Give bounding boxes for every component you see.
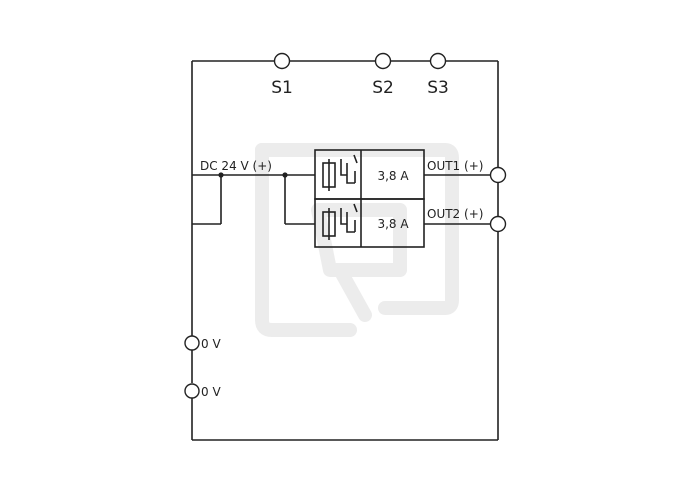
terminal-out2: [489, 215, 507, 233]
terminal-s1: [273, 52, 291, 70]
channel-1-rating: 3,8 A: [377, 169, 409, 183]
dc-input-wiring: DC 24 V (+): [192, 159, 315, 225]
dc-input-label: DC 24 V (+): [200, 159, 272, 173]
terminal-s2: [374, 52, 392, 70]
ground-label-1: 0 V: [201, 337, 221, 351]
switch-icon: [340, 203, 358, 233]
terminal-label-s1: S1: [271, 78, 293, 98]
channel-2-box: [314, 198, 425, 248]
watermark-logo: [255, 143, 459, 337]
channel-1: 3,8 A OUT1 (+): [314, 149, 507, 200]
terminal-label-s3: S3: [427, 78, 449, 98]
terminal-label-s2: S2: [372, 78, 394, 98]
out2-label: OUT2 (+): [427, 207, 483, 221]
terminal-out1: [489, 166, 507, 184]
terminal-0v-1: [184, 335, 200, 351]
channel-2-rating: 3,8 A: [377, 217, 409, 231]
ground-terminals: 0 V 0 V: [184, 335, 221, 399]
enclosure-frame: [191, 60, 499, 441]
out1-label: OUT1 (+): [427, 159, 483, 173]
channel-2: 3,8 A OUT2 (+): [314, 198, 507, 248]
top-terminals: S1 S2 S3: [271, 52, 449, 98]
terminal-s3: [429, 52, 447, 70]
switch-icon: [340, 154, 358, 184]
terminal-0v-2: [184, 383, 200, 399]
ground-label-2: 0 V: [201, 385, 221, 399]
